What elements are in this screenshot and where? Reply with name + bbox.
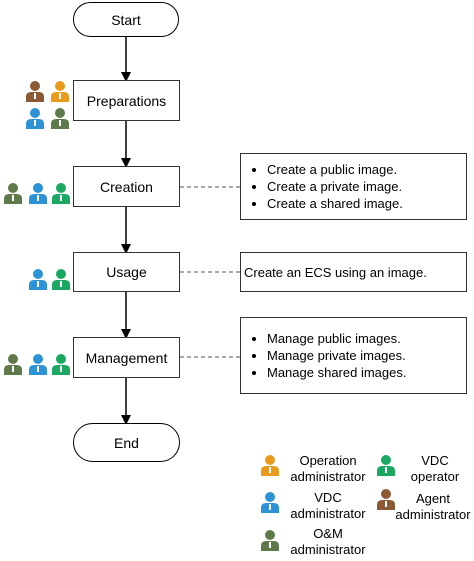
management-step: Management (73, 337, 180, 378)
legend-line: VDC (314, 490, 342, 505)
person-icon (375, 454, 397, 481)
creation-note-item: Create a public image. (267, 161, 466, 178)
creation-note-item: Create a shared image. (267, 195, 466, 212)
usage-step: Usage (73, 252, 180, 292)
legend-label-agent-admin: Agent administrator (392, 491, 474, 523)
person-icon (27, 268, 49, 295)
usage-note-text: Create an ECS using an image. (244, 264, 427, 280)
management-note-item: Manage shared images. (267, 364, 466, 381)
start-node: Start (73, 2, 179, 37)
legend-line: administrator (290, 469, 366, 484)
legend-label-om-admin: O&M administrator (283, 526, 373, 558)
end-node: End (73, 423, 180, 462)
person-icon (50, 268, 72, 295)
person-icon (50, 353, 72, 380)
management-note-item: Manage public images. (267, 330, 466, 347)
legend-line: Operation (299, 453, 357, 468)
person-icon (50, 182, 72, 209)
creation-step: Creation (73, 166, 180, 207)
person-icon (259, 454, 281, 481)
legend-line: O&M (313, 526, 343, 541)
person-icon (49, 107, 71, 134)
management-note: Manage public images. Manage private ima… (240, 317, 467, 394)
person-icon (27, 182, 49, 209)
management-note-item: Manage private images. (267, 347, 466, 364)
creation-note-item: Create a private image. (267, 178, 466, 195)
person-icon (24, 107, 46, 134)
person-icon (259, 491, 281, 518)
legend-line: VDC (421, 453, 449, 468)
legend-label-operation-admin: Operation administrator (283, 453, 373, 485)
legend-label-vdc-admin: VDC administrator (283, 490, 373, 522)
legend-line: operator (410, 469, 460, 484)
person-icon (2, 182, 24, 209)
person-icon (27, 353, 49, 380)
person-icon (24, 80, 46, 107)
legend-line: administrator (290, 506, 366, 521)
legend-line: administrator (290, 542, 366, 557)
person-icon (259, 529, 281, 556)
preparations-step: Preparations (73, 80, 180, 121)
person-icon (375, 488, 397, 515)
person-icon (2, 353, 24, 380)
legend-line: administrator (395, 507, 471, 522)
creation-note: Create a public image. Create a private … (240, 153, 467, 220)
person-icon (49, 80, 71, 107)
legend-line: Agent (416, 491, 450, 506)
legend-label-vdc-operator: VDC operator (400, 453, 470, 485)
usage-note: Create an ECS using an image. (240, 252, 467, 292)
